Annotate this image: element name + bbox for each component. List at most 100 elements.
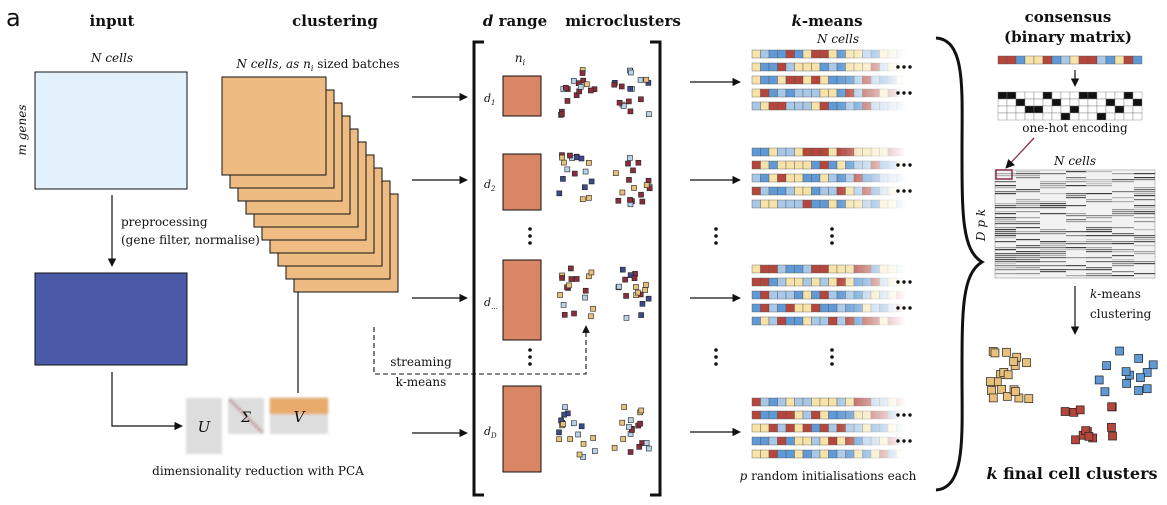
consensus-stripe bbox=[1066, 275, 1086, 277]
svd-matrices: U Σ V bbox=[186, 398, 328, 454]
consensus-stripe bbox=[1112, 235, 1134, 237]
consensus-stripe bbox=[1040, 229, 1066, 231]
final-cluster-point bbox=[1024, 394, 1034, 403]
microcluster-bead bbox=[572, 170, 578, 177]
kmeans-fade bbox=[752, 160, 906, 170]
consensus-stripe bbox=[1134, 173, 1155, 175]
kmeans-dot bbox=[908, 306, 912, 310]
binary-cell bbox=[997, 105, 1008, 114]
consensus-stripe bbox=[1112, 259, 1134, 261]
binary-cell bbox=[1105, 91, 1116, 100]
microcluster-bead bbox=[560, 302, 567, 308]
consensus-stripe bbox=[1016, 203, 1040, 205]
kmeans-dot bbox=[896, 439, 900, 443]
consensus-stripe bbox=[1066, 235, 1086, 237]
kmeans-dot bbox=[902, 65, 906, 69]
consensus-stripe bbox=[1112, 255, 1134, 257]
binary-cell bbox=[1015, 91, 1026, 100]
kmeans-fade bbox=[752, 49, 906, 59]
consensus-stripe bbox=[1134, 207, 1155, 209]
consensus-stripe bbox=[1112, 241, 1134, 243]
consensus-stripe bbox=[995, 273, 1016, 275]
consensus-stripe bbox=[1040, 271, 1066, 273]
consensus-stripe bbox=[1112, 209, 1134, 211]
microcluster-bead bbox=[582, 184, 588, 191]
label-cell bbox=[1033, 55, 1044, 65]
kmeans-fade bbox=[752, 423, 906, 433]
consensus-stripe bbox=[1112, 233, 1134, 235]
label-cell bbox=[1060, 55, 1071, 65]
curly-brace bbox=[935, 36, 985, 492]
binary-cell bbox=[1105, 98, 1116, 107]
microcluster-bead bbox=[645, 295, 652, 302]
binary-cell bbox=[997, 91, 1008, 100]
microcluster-bead bbox=[576, 451, 583, 458]
binary-cell bbox=[1060, 105, 1071, 114]
consensus-stripe bbox=[1086, 199, 1112, 201]
consensus-clustering-label: clustering bbox=[1090, 307, 1152, 321]
microcluster-bead bbox=[626, 424, 632, 430]
consensus-stripe bbox=[1112, 211, 1134, 213]
microcluster-bead bbox=[579, 70, 586, 76]
kmeans-fade bbox=[752, 62, 906, 72]
kmeans-dot bbox=[902, 439, 906, 443]
consensus-stripe bbox=[995, 263, 1016, 265]
consensus-stripe bbox=[995, 227, 1016, 229]
consensus-stripe bbox=[1086, 221, 1112, 223]
consensus-stripe bbox=[1134, 235, 1155, 237]
binary-cell bbox=[1123, 105, 1134, 114]
microcluster-bead bbox=[631, 275, 638, 282]
binary-cell bbox=[1033, 98, 1044, 107]
kmeans-fade bbox=[752, 75, 906, 85]
consensus-stripe bbox=[1016, 239, 1040, 241]
consensus-stripe bbox=[1134, 253, 1155, 255]
consensus-stripe bbox=[1040, 257, 1066, 259]
consensus-stripe bbox=[1016, 255, 1040, 257]
consensus-stripe bbox=[1040, 231, 1066, 233]
consensus-stripe bbox=[1134, 241, 1155, 243]
consensus-stripe bbox=[995, 237, 1016, 239]
consensus-stripe bbox=[1112, 275, 1134, 277]
kmeans-dot bbox=[908, 439, 912, 443]
microcluster-bead bbox=[627, 449, 634, 455]
final-cluster-point bbox=[1142, 368, 1152, 377]
consensus-stripe bbox=[1086, 201, 1112, 203]
microcluster-bead bbox=[646, 111, 652, 117]
consensus-stripe bbox=[995, 187, 1016, 189]
microcluster-bead bbox=[627, 155, 633, 161]
consensus-label-vector bbox=[997, 55, 1143, 65]
batch-stack bbox=[221, 76, 399, 293]
consensus-stripe bbox=[995, 211, 1016, 213]
binary-cell bbox=[1024, 105, 1035, 114]
consensus-stripe bbox=[1040, 181, 1066, 183]
binary-cell bbox=[1114, 112, 1125, 121]
consensus-stripe bbox=[1112, 215, 1134, 217]
microcluster-bead bbox=[580, 440, 587, 447]
binary-cell bbox=[1078, 91, 1089, 100]
d-label: d1 bbox=[484, 92, 496, 107]
microcluster-bead bbox=[627, 272, 634, 278]
batches-label: N cells, as ni sized batches bbox=[235, 57, 399, 73]
pca-arrow bbox=[111, 372, 183, 431]
microcluster-bead bbox=[638, 407, 645, 414]
consensus-stripe bbox=[1086, 267, 1112, 269]
binary-cell bbox=[1096, 105, 1107, 114]
kmeans-fade bbox=[752, 449, 906, 459]
label-cell bbox=[1069, 55, 1080, 65]
label-cell bbox=[1024, 55, 1035, 65]
kmeans-n-cells-label: N cells bbox=[816, 32, 859, 46]
consensus-stripe bbox=[995, 261, 1016, 263]
d-box bbox=[502, 153, 542, 211]
microcluster-bead bbox=[629, 427, 635, 433]
microcluster-bead bbox=[623, 315, 630, 321]
consensus-stripe bbox=[1040, 243, 1066, 245]
consensus-stripe bbox=[1016, 267, 1040, 269]
m-genes-label: m genes bbox=[15, 105, 29, 156]
kmeans-dot bbox=[908, 413, 912, 417]
header-clustering: clustering bbox=[292, 12, 378, 30]
consensus-stripe bbox=[995, 265, 1016, 267]
kmeans-fade bbox=[752, 186, 906, 196]
binary-cell bbox=[1069, 112, 1080, 121]
consensus-stripe bbox=[1086, 247, 1112, 249]
kmeans-dot bbox=[908, 280, 912, 284]
